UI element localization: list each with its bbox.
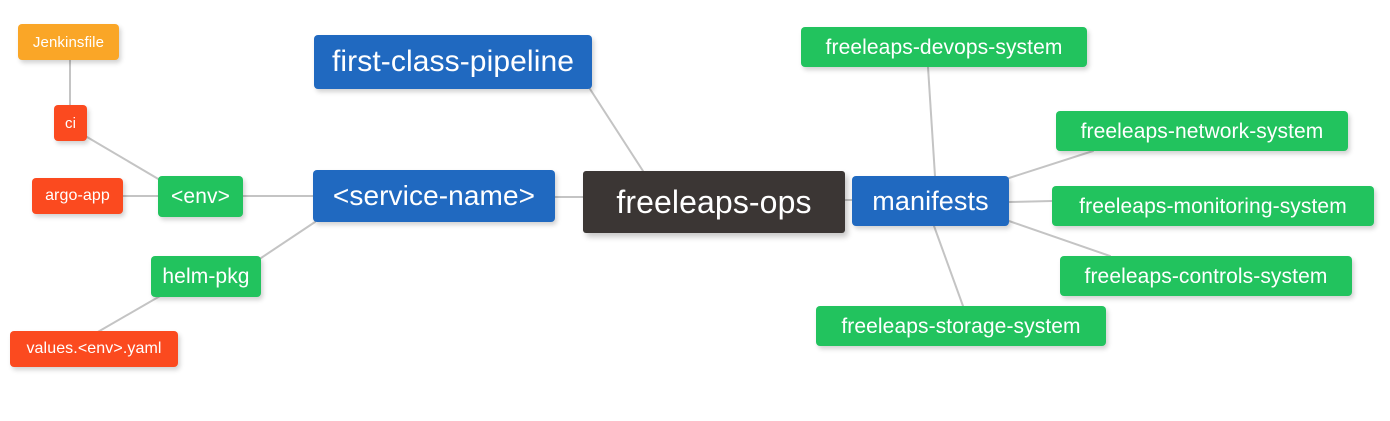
mindmap-node-env[interactable]: <env> [158,176,243,217]
mindmap-node-values-yaml[interactable]: values.<env>.yaml [10,331,178,367]
mindmap-node-jenkinsfile[interactable]: Jenkinsfile [18,24,119,60]
edge-manifests-to-freeleaps-devops-system [927,66,936,177]
mindmap-node-freeleaps-monitoring-system[interactable]: freeleaps-monitoring-system [1052,186,1374,226]
edge-manifests-to-freeleaps-storage-system [933,225,964,307]
edge-manifests-to-freeleaps-monitoring-system [1008,200,1053,203]
mindmap-node-freeleaps-controls-system[interactable]: freeleaps-controls-system [1060,256,1352,296]
edge-ci-to-env [86,136,161,181]
mindmap-node-freeleaps-storage-system[interactable]: freeleaps-storage-system [816,306,1106,346]
edge-helm-pkg-to-values-yaml [95,291,168,334]
mindmap-node-manifests[interactable]: manifests [852,176,1009,226]
edge-manifests-to-freeleaps-network-system [1008,150,1094,179]
mindmap-node-freeleaps-network-system[interactable]: freeleaps-network-system [1056,111,1348,151]
mindmap-node-service-name[interactable]: <service-name> [313,170,555,222]
mindmap-node-ci[interactable]: ci [54,105,87,141]
mindmap-node-argo-app[interactable]: argo-app [32,178,123,214]
edge-manifests-to-freeleaps-controls-system [1008,220,1111,257]
mindmap-node-freeleaps-ops[interactable]: freeleaps-ops [583,171,845,233]
mindmap-node-first-class-pipeline[interactable]: first-class-pipeline [314,35,592,89]
mindmap-node-helm-pkg[interactable]: helm-pkg [151,256,261,297]
edge-service-name-to-helm-pkg [260,221,316,259]
mindmap-node-freeleaps-devops-system[interactable]: freeleaps-devops-system [801,27,1087,67]
edge-first-class-pipeline-to-freeleaps-ops [589,88,644,172]
